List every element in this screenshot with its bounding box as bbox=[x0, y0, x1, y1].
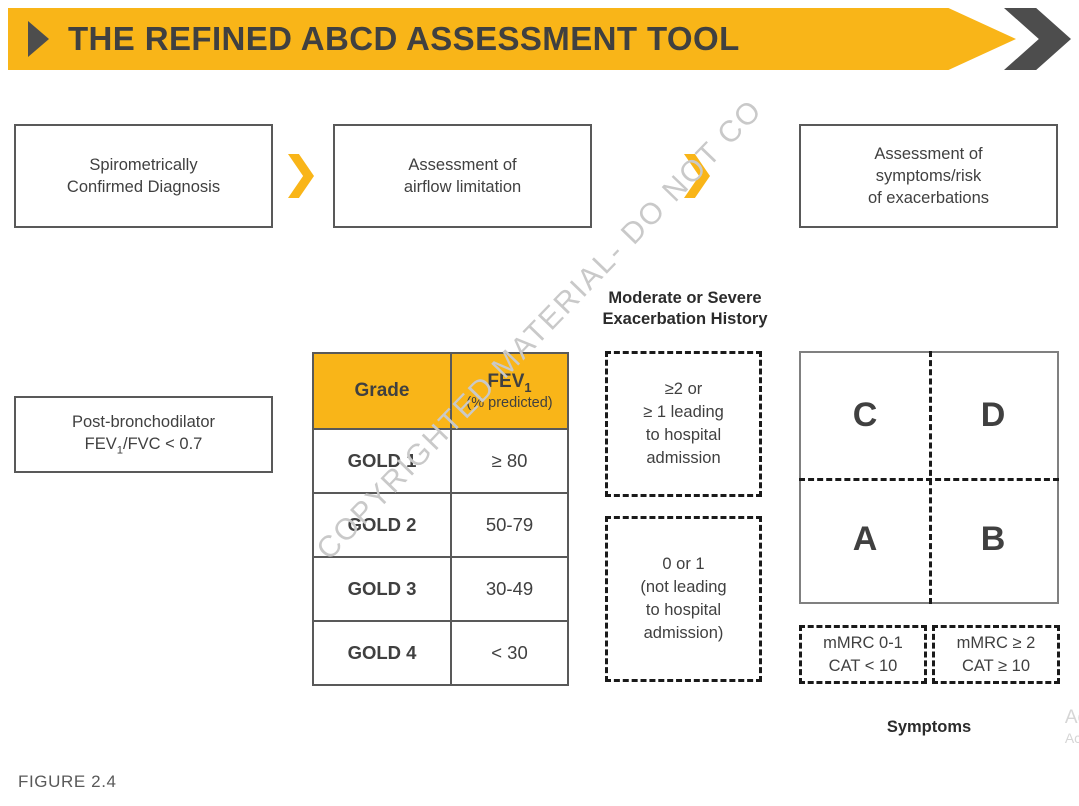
page-title: THE REFINED ABCD ASSESSMENT TOOL bbox=[68, 20, 740, 57]
column-header-fev1: FEV1 (% predicted) bbox=[450, 352, 569, 430]
column-header-grade: Grade bbox=[312, 352, 452, 430]
column-header-fev1-main: FEV bbox=[487, 370, 525, 392]
post-bronchodilator-line1: Post-bronchodilator bbox=[71, 412, 216, 431]
quadrant-horizontal-divider bbox=[799, 477, 1059, 481]
fev-value-cell: < 30 bbox=[450, 620, 569, 686]
exacerbation-history-title-line1: Moderate or Severe bbox=[608, 289, 762, 307]
exacerbation-high-line3: to hospital bbox=[645, 426, 722, 444]
symptoms-high-box: mMRC ≥ 2 CAT ≥ 10 bbox=[932, 625, 1060, 684]
symptoms-low-line1: mMRC 0-1 bbox=[823, 633, 903, 652]
flow-step-airflow-line2: airflow limitation bbox=[403, 178, 522, 196]
exacerbation-low-risk-box: 0 or 1 (not leading to hospital admissio… bbox=[605, 516, 762, 682]
column-header-fev1-sub: 1 bbox=[524, 379, 532, 395]
table-row: GOLD 3 30-49 bbox=[312, 556, 569, 622]
exacerbation-high-line1: ≥2 or bbox=[664, 380, 703, 399]
corner-note-line1: Ac bbox=[1064, 707, 1079, 728]
grade-cell: GOLD 1 bbox=[312, 428, 452, 494]
table-header-row: Grade FEV1 (% predicted) bbox=[312, 352, 569, 430]
exacerbation-low-line2: (not leading bbox=[640, 578, 727, 597]
quadrant-cell-c: C bbox=[852, 395, 878, 434]
quadrant-cell-b: B bbox=[980, 520, 1006, 559]
quadrant-cell-a: A bbox=[852, 520, 878, 559]
fev-label: FEV bbox=[84, 434, 117, 453]
fev-subscript: 1 bbox=[116, 444, 123, 457]
play-triangle-icon bbox=[28, 21, 49, 57]
fev-value-cell: ≥ 80 bbox=[450, 428, 569, 494]
exacerbation-history-title: Moderate or Severe Exacerbation History bbox=[560, 288, 810, 331]
symptoms-axis-label: Symptoms bbox=[886, 718, 972, 736]
header-banner: THE REFINED ABCD ASSESSMENT TOOL bbox=[8, 8, 1016, 70]
figure-caption: FIGURE 2.4 bbox=[18, 772, 117, 791]
flow-step-symptoms-line1: Assessment of bbox=[874, 144, 983, 163]
exacerbation-low-line1: 0 or 1 bbox=[662, 555, 705, 574]
fvc-ratio-value: /FVC < 0.7 bbox=[123, 434, 203, 453]
symptoms-low-line2: CAT < 10 bbox=[828, 656, 898, 675]
gold-grade-table: Grade FEV1 (% predicted) GOLD 1 ≥ 80 GOL… bbox=[312, 352, 569, 686]
post-bronchodilator-line2: FEV1/FVC < 0.7 bbox=[72, 433, 215, 458]
exacerbation-history-title-line2: Exacerbation History bbox=[602, 310, 768, 329]
quadrant-cell-d: D bbox=[980, 395, 1006, 434]
flow-chevron-2-icon bbox=[684, 154, 710, 198]
abcd-quadrant-grid: C D A B bbox=[799, 351, 1059, 604]
flow-step-symptoms-line3: of exacerbations bbox=[867, 189, 990, 208]
symptoms-high-line2: CAT ≥ 10 bbox=[961, 656, 1031, 675]
flow-step-airflow: Assessment of airflow limitation bbox=[333, 124, 592, 228]
exacerbation-low-line3: to hospital bbox=[645, 601, 722, 619]
flow-step-symptoms: Assessment of symptoms/risk of exacerbat… bbox=[799, 124, 1058, 228]
exacerbation-high-line2: ≥ 1 leading bbox=[643, 403, 724, 422]
grade-cell: GOLD 3 bbox=[312, 556, 452, 622]
banner-background bbox=[8, 8, 1016, 70]
corner-faint-note: Ac Ac bbox=[1065, 706, 1079, 747]
table-row: GOLD 4 < 30 bbox=[312, 620, 569, 686]
grade-cell: GOLD 2 bbox=[312, 492, 452, 558]
grade-cell: GOLD 4 bbox=[312, 620, 452, 686]
symptoms-low-box: mMRC 0-1 CAT < 10 bbox=[799, 625, 927, 684]
exacerbation-high-risk-box: ≥2 or ≥ 1 leading to hospital admission bbox=[605, 351, 762, 497]
exacerbation-low-line4: admission) bbox=[643, 623, 724, 642]
flow-step-spirometry-line1: Spirometrically bbox=[89, 155, 198, 174]
fev-value-cell: 30-49 bbox=[450, 556, 569, 622]
fev-value-cell: 50-79 bbox=[450, 492, 569, 558]
table-row: GOLD 2 50-79 bbox=[312, 492, 569, 558]
flow-chevron-1-icon bbox=[288, 154, 314, 198]
table-row: GOLD 1 ≥ 80 bbox=[312, 428, 569, 494]
flow-step-spirometry-line2: Confirmed Diagnosis bbox=[66, 178, 221, 196]
symptoms-high-line1: mMRC ≥ 2 bbox=[956, 633, 1036, 652]
flow-step-airflow-line1: Assessment of bbox=[408, 155, 517, 174]
corner-note-line2: Ac bbox=[1064, 729, 1079, 746]
flow-step-spirometry: Spirometrically Confirmed Diagnosis bbox=[14, 124, 273, 228]
column-header-fev1-note: (% predicted) bbox=[466, 395, 553, 412]
post-bronchodilator-box: Post-bronchodilator FEV1/FVC < 0.7 bbox=[14, 396, 273, 473]
exacerbation-high-line4: admission bbox=[646, 448, 721, 467]
flow-step-symptoms-line2: symptoms/risk bbox=[875, 166, 982, 185]
